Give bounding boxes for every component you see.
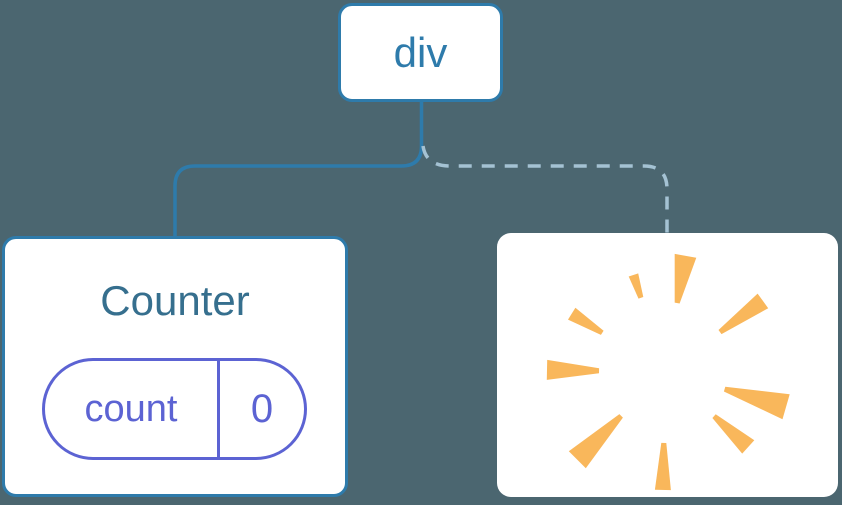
state-pill-key: count [45, 361, 220, 457]
edge-solid-div-to-counter [173, 101, 424, 237]
poof-ray [628, 273, 644, 299]
node-removed [497, 233, 838, 497]
poof-ray [674, 253, 697, 304]
node-counter: Counter count 0 [2, 236, 348, 497]
node-div: div [338, 3, 503, 102]
poof-starburst-icon [546, 253, 790, 491]
poof-ray [546, 359, 600, 380]
poof-ray [718, 293, 769, 335]
poof-ray [568, 307, 604, 335]
state-pill-value: 0 [250, 386, 274, 431]
poof-ray [723, 386, 790, 420]
poof-ray [654, 442, 671, 491]
poof-ray [712, 414, 755, 454]
node-counter-title: Counter [100, 277, 250, 324]
node-div-label: div [393, 28, 448, 76]
state-pill: count 0 [42, 358, 307, 460]
edge-dashed-div-to-removed [421, 145, 669, 234]
poof-ray [568, 414, 623, 469]
